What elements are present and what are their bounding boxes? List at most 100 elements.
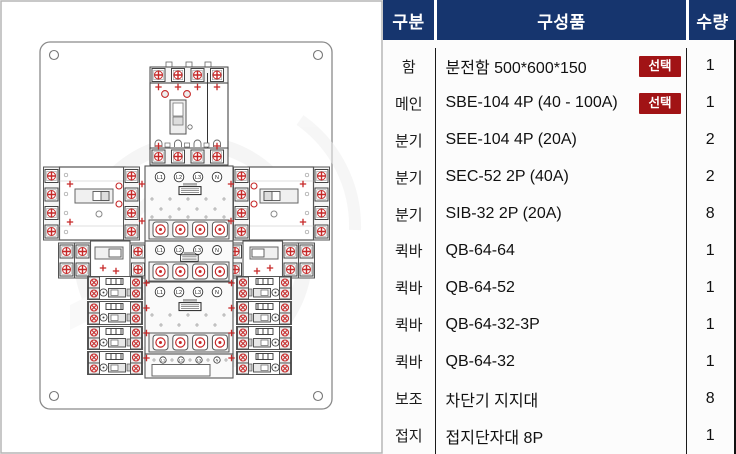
component-name: SIB-32 2P (20A) xyxy=(445,205,562,223)
category-cell: 보조 xyxy=(383,380,436,418)
component-name: QB-64-64 xyxy=(445,241,515,259)
table-row: 함 분전함 500*600*150 선택 1 xyxy=(383,48,734,85)
phase-label: L2 xyxy=(176,175,182,181)
phase-label: L2 xyxy=(176,290,182,296)
quantity-cell: 1 xyxy=(705,241,715,259)
table-row: 퀵바 QB-64-52 1 xyxy=(383,269,734,307)
quantity-cell: 1 xyxy=(705,94,715,112)
ground-terminal-strip: L1 L2 L3 N xyxy=(144,353,234,379)
phase-label: L2 xyxy=(179,359,183,363)
phase-label: N xyxy=(215,248,219,254)
component-name: QB-64-52 xyxy=(445,278,515,296)
table-row: 분기 SIB-32 2P (20A) 8 xyxy=(383,195,734,233)
component-name: SBE-104 4P (40 - 100A) xyxy=(445,94,618,112)
branch-breaker-row xyxy=(88,352,143,375)
phase-label: L1 xyxy=(157,175,163,181)
table-row: 퀵바 QB-64-64 1 xyxy=(383,232,734,270)
header-component: 구성품 xyxy=(437,0,686,40)
component-cell: 차단기 지지대 xyxy=(436,380,687,418)
component-table: 구분 구성품 수량 함 분전함 500*600*150 선택 1 메인 SBE-… xyxy=(383,0,736,454)
category-cell: 분기 xyxy=(383,121,436,159)
right-branch-breaker-4p xyxy=(234,167,330,240)
panel-diagram: L1 L2 L3 N L1 L2 L3 N xyxy=(0,0,383,454)
header-category: 구분 xyxy=(383,0,434,40)
quantity-cell: 1 xyxy=(705,426,715,444)
table-header: 구분 구성품 수량 xyxy=(383,0,736,40)
header-quantity: 수량 xyxy=(689,0,736,40)
panel-diagram-pane: L1 L2 L3 N L1 L2 L3 N xyxy=(0,0,383,454)
table-body: 함 분전함 500*600*150 선택 1 메인 SBE-104 4P (40… xyxy=(383,40,736,454)
component-name: 접지단자대 8P xyxy=(445,429,544,447)
category-cell: 분기 xyxy=(383,195,436,233)
phase-label: L1 xyxy=(161,359,165,363)
component-cell: QB-64-32-3P xyxy=(436,306,687,344)
phase-label: L3 xyxy=(195,248,201,254)
category-cell: 메인 xyxy=(383,84,436,122)
branch-breaker-row xyxy=(237,352,292,375)
table-row: 분기 SEC-52 2P (40A) 2 xyxy=(383,158,734,196)
mounting-holes xyxy=(48,49,324,402)
phase-label: L3 xyxy=(195,290,201,296)
component-cell: SEE-104 4P (20A) xyxy=(436,121,687,159)
quantity-cell: 1 xyxy=(705,352,715,370)
component-name: QB-64-32 xyxy=(445,352,515,370)
table-row: 분기 SEE-104 4P (20A) 2 xyxy=(383,121,734,159)
phase-label: N xyxy=(215,290,219,296)
table-row: 접지 접지단자대 8P 1 xyxy=(383,417,734,454)
select-button[interactable]: 선택 xyxy=(639,93,681,114)
component-cell: 분전함 500*600*150 선택 xyxy=(436,48,687,85)
main-breaker xyxy=(149,61,229,166)
quantity-cell: 1 xyxy=(705,278,715,296)
phase-label: L3 xyxy=(195,175,201,181)
category-cell: 접지 xyxy=(383,417,436,454)
quantity-cell: 2 xyxy=(705,131,715,149)
category-cell: 퀵바 xyxy=(383,232,436,270)
component-cell: SEC-52 2P (40A) xyxy=(436,158,687,196)
phase-label: N xyxy=(215,175,219,181)
mounting-hole xyxy=(48,49,60,61)
component-name: 차단기 지지대 xyxy=(445,392,539,410)
mounting-hole xyxy=(312,390,324,402)
component-name: 분전함 500*600*150 xyxy=(445,60,587,78)
mounting-hole xyxy=(48,390,60,402)
component-name: QB-64-32-3P xyxy=(445,315,540,333)
phase-label: L2 xyxy=(176,248,182,254)
quantity-cell: 2 xyxy=(705,168,715,186)
branch-breaker-row xyxy=(237,327,292,350)
category-cell: 퀵바 xyxy=(383,306,436,344)
phase-label: L3 xyxy=(197,359,201,363)
busbar-panel-2: L1 L2 L3 N xyxy=(144,240,234,283)
component-cell: SBE-104 4P (40 - 100A) 선택 xyxy=(436,84,687,122)
branch-breaker-row xyxy=(88,302,143,325)
phase-label: L1 xyxy=(157,248,163,254)
component-cell: QB-64-52 xyxy=(436,269,687,307)
category-cell: 분기 xyxy=(383,158,436,196)
branch-breaker-row xyxy=(237,277,292,300)
component-cell: QB-64-32 xyxy=(436,343,687,381)
component-cell: QB-64-64 xyxy=(436,232,687,270)
quantity-cell: 1 xyxy=(705,57,715,75)
left-branch-breaker-4p xyxy=(44,167,140,240)
select-button[interactable]: 선택 xyxy=(639,56,681,77)
quantity-cell: 8 xyxy=(705,205,715,223)
table-row: 퀵바 QB-64-32 1 xyxy=(383,343,734,381)
phase-label: N xyxy=(216,359,219,363)
quantity-cell: 1 xyxy=(705,315,715,333)
component-cell: 접지단자대 8P xyxy=(436,417,687,454)
table-row: 보조 차단기 지지대 8 xyxy=(383,380,734,418)
phase-label: L1 xyxy=(157,290,163,296)
busbar-panel-3: L1 L2 L3 N xyxy=(144,281,234,355)
quantity-cell: 8 xyxy=(705,389,715,407)
component-name: SEE-104 4P (20A) xyxy=(445,131,577,149)
busbar-panel-1: L1 L2 L3 N xyxy=(144,165,234,242)
category-cell: 함 xyxy=(383,48,436,85)
branch-breaker-row xyxy=(88,327,143,350)
branch-breaker-row xyxy=(88,277,143,300)
component-name: SEC-52 2P (40A) xyxy=(445,168,569,186)
mounting-hole xyxy=(312,49,324,61)
table-row: 퀵바 QB-64-32-3P 1 xyxy=(383,306,734,344)
left-branch-breaker-2p xyxy=(59,241,147,280)
branch-breaker-row xyxy=(237,302,292,325)
component-cell: SIB-32 2P (20A) xyxy=(436,195,687,233)
table-row: 메인 SBE-104 4P (40 - 100A) 선택 1 xyxy=(383,84,734,122)
